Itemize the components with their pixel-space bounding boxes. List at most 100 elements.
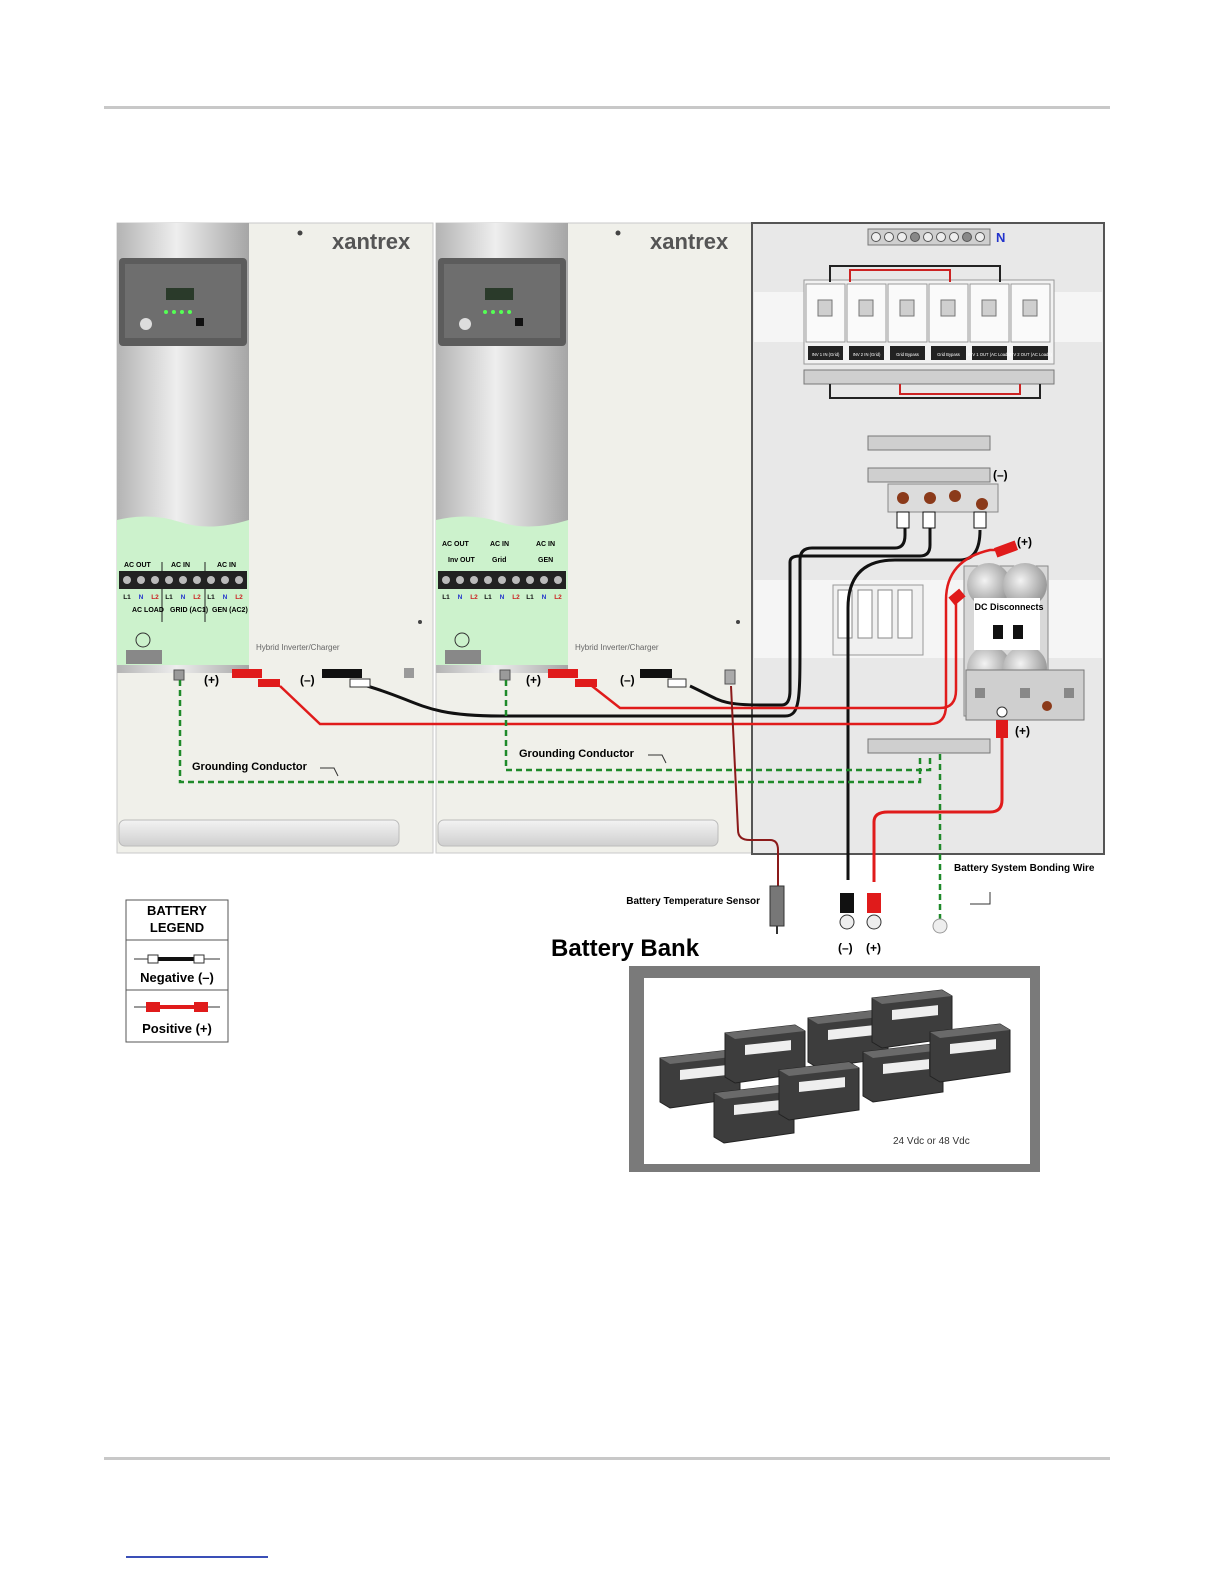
battery-bank-title: Battery Bank	[551, 935, 700, 962]
terminal-screw	[498, 576, 506, 584]
bus-screw	[936, 232, 946, 242]
breaker-label: INV 1 OUT (AC Loads)	[968, 352, 1011, 357]
terminal-pin-label: L2	[151, 594, 159, 601]
breaker-label-plate	[849, 346, 884, 360]
terminal-screw	[123, 576, 131, 584]
terminal-pin-label: N	[500, 594, 505, 601]
bus-screw	[910, 232, 920, 242]
breaker-toggle	[817, 299, 833, 317]
breaker-label: INV 2 IN (Grid)	[853, 352, 881, 357]
battery-top	[930, 1024, 1010, 1038]
breaker-label: Grid Bypass	[937, 352, 960, 357]
grounding-conductor-label-2: Grounding Conductor	[519, 748, 635, 760]
breaker-label-plate	[931, 346, 966, 360]
temp-sensor-label: Battery Temperature Sensor	[626, 896, 760, 907]
bus-screw	[884, 232, 894, 242]
subgroup-gen: GEN	[538, 557, 553, 564]
terminal-screw	[456, 576, 464, 584]
group-label-ac-in-2b: AC IN	[536, 541, 555, 548]
breaker-label: Grid Bypass	[896, 352, 919, 357]
terminal-screw	[484, 576, 492, 584]
breaker-toggle	[940, 299, 956, 317]
distribution-panel: N INV 1 IN (Grid) INV 2 IN (Grid) Grid Byp…	[751, 222, 1105, 855]
dc-lugs	[232, 511, 1019, 738]
terminal-screw	[193, 576, 201, 584]
battery-label-plate	[950, 1039, 996, 1054]
battery-label-plate	[828, 1025, 874, 1041]
battery-cable-ends	[769, 885, 948, 934]
battery-top	[863, 1044, 943, 1058]
control-panel-1	[119, 258, 247, 346]
terminal-screw	[526, 576, 534, 584]
positive-label-top: (+)	[1017, 535, 1032, 549]
terminal-screw	[221, 576, 229, 584]
terminal-pin-label: N	[181, 594, 186, 601]
terminal-screw	[442, 576, 450, 584]
battery-label-plate	[883, 1059, 929, 1074]
terminal-pin-label: N	[223, 594, 228, 601]
terminal-screw	[151, 576, 159, 584]
terminal-pin-label: L2	[470, 594, 478, 601]
battery-top	[872, 990, 952, 1004]
bus-screw	[949, 232, 959, 242]
brand-logo-2: xantrex	[650, 229, 729, 254]
legend-title-line-1: BATTERY	[147, 903, 207, 918]
terminal-screw	[165, 576, 173, 584]
neutral-bus-label: N	[996, 230, 1005, 245]
breaker-label-plate	[972, 346, 1007, 360]
terminal-pin-label: L1	[484, 594, 492, 601]
terminal-screw	[179, 576, 187, 584]
ac-terminal-area-2	[436, 516, 568, 665]
positive-label-bottom: (+)	[1015, 724, 1030, 738]
inverter-1: xantrex Hybrid Inverter/Charger AC OUT A…	[116, 222, 434, 854]
terminal-pin-label: L2	[554, 594, 562, 601]
neutral-bus: N	[867, 228, 1005, 246]
negative-label-inv2: (–)	[620, 673, 635, 687]
battery-label-plate	[799, 1077, 845, 1093]
group-label-grid: GRID (AC1)	[170, 607, 208, 614]
ground-lug-1	[173, 669, 185, 681]
legend-title-line-2: LEGEND	[150, 920, 204, 935]
battery-top	[779, 1062, 859, 1076]
subgroup-inv-out: Inv OUT	[448, 557, 476, 564]
legend-positive-label: Positive (+)	[142, 1021, 212, 1036]
bus-screw	[975, 232, 985, 242]
breaker-label: INV 2 OUT (AC Loads)	[1009, 352, 1052, 357]
terminal-screw	[540, 576, 548, 584]
breaker-label: INV 1 IN (Grid)	[812, 352, 840, 357]
control-panel-2	[438, 258, 566, 346]
terminal-pin-label: L2	[235, 594, 243, 601]
model-label-2: Hybrid Inverter/Charger	[575, 643, 659, 652]
breaker-toggle	[858, 299, 874, 317]
group-label-ac-load: AC LOAD	[132, 607, 164, 614]
header-rule	[104, 106, 1110, 109]
model-label-1: Hybrid Inverter/Charger	[256, 643, 340, 652]
ground-bus-bottom	[867, 738, 991, 754]
battery-label-plate	[734, 1100, 780, 1115]
positive-label-inv2: (+)	[526, 673, 541, 687]
terminal-screw	[554, 576, 562, 584]
ac-terminal-area-1	[117, 516, 249, 665]
group-label-ac-in-1b: AC IN	[217, 562, 236, 569]
subgroup-grid: Grid	[492, 557, 506, 564]
bus-screw	[923, 232, 933, 242]
terminal-screw	[470, 576, 478, 584]
negative-label-inv1: (–)	[300, 673, 315, 687]
group-label-ac-in-1a: AC IN	[171, 562, 190, 569]
ac-breakers: INV 1 IN (Grid) INV 2 IN (Grid) Grid Bypas…	[803, 265, 1055, 399]
negative-bus-label: (–)	[993, 468, 1008, 482]
battery-label-plate	[680, 1065, 726, 1081]
ground-lug-2	[499, 669, 511, 681]
battery-top	[725, 1025, 805, 1039]
legend-positive-swatch	[134, 1002, 220, 1012]
footer-rule	[104, 1457, 1110, 1460]
breaker-toggle	[981, 299, 997, 317]
battery-positive-label: (+)	[866, 941, 881, 955]
battery-top	[808, 1010, 888, 1024]
breaker-label-plate	[808, 346, 843, 360]
battery-legend: BATTERY LEGEND Negative (–) Positive (+)	[125, 899, 229, 1043]
terminal-screw	[512, 576, 520, 584]
battery-top	[714, 1085, 794, 1099]
ground-terminal-1	[126, 632, 162, 664]
